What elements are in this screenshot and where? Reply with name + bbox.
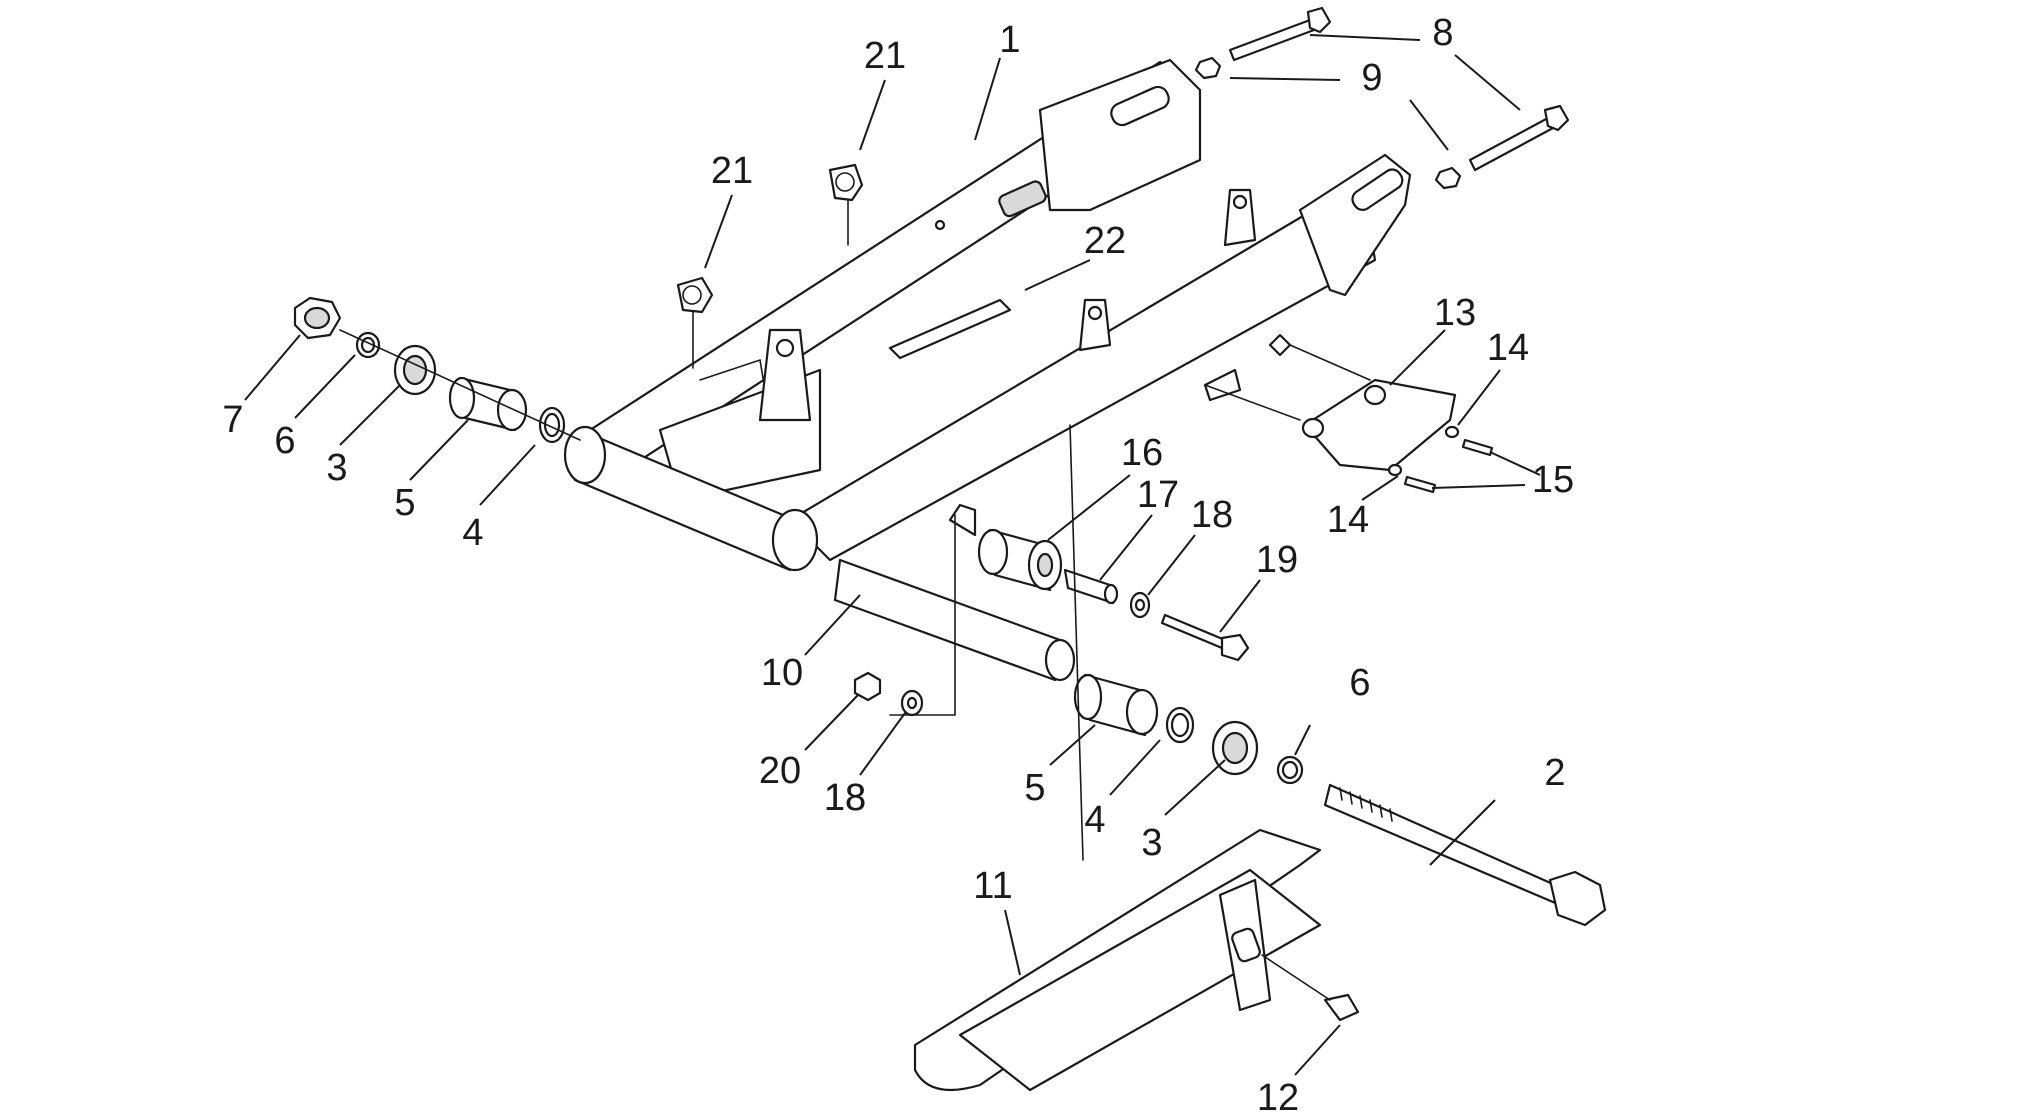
callout-9: 9 [1361, 57, 1382, 99]
callout-15: 15 [1532, 459, 1574, 501]
callout-21: 21 [864, 35, 906, 77]
pivot-hardware-right [833, 558, 1607, 927]
callout-6: 6 [274, 420, 295, 462]
callout-12: 12 [1257, 1077, 1299, 1117]
chain-slider-plate [888, 219, 1012, 360]
callout-8: 8 [1432, 12, 1453, 54]
swingarm [563, 58, 1412, 572]
callout-16: 16 [1121, 432, 1163, 474]
callout-18: 18 [824, 777, 866, 819]
chain-guard [1204, 344, 1494, 494]
chain-slider [913, 424, 1360, 1092]
callout-7: 7 [222, 399, 243, 441]
shock-link-hardware [853, 514, 1250, 717]
callout-2: 2 [1544, 752, 1565, 794]
pivot-hardware-left [293, 296, 581, 444]
callout-22: 22 [1084, 220, 1126, 262]
callout-5: 5 [394, 482, 415, 524]
callout-6: 6 [1349, 662, 1370, 704]
callout-3: 3 [1141, 822, 1162, 864]
callout-18: 18 [824, 777, 866, 819]
callout-14: 14 [1487, 327, 1529, 369]
callout-4: 4 [462, 512, 483, 554]
callout-1: 1 [999, 19, 1020, 61]
callout-14: 14 [1327, 499, 1369, 541]
callout-11: 11 [973, 865, 1012, 907]
callout-18: 18 [1191, 494, 1233, 536]
chain-adjuster-bolts [1194, 6, 1570, 190]
callout-3: 3 [326, 447, 347, 489]
callout-17: 17 [1137, 474, 1179, 516]
callout-4: 4 [1084, 799, 1105, 841]
callout-5: 5 [1024, 767, 1045, 809]
callout-labels: 1 2 3 3 4 4 5 5 6 6 7 8 9 10 11 12 13 14… [222, 12, 1574, 1117]
callout-19: 19 [1256, 539, 1298, 581]
callout-20: 20 [759, 750, 801, 792]
leader-lines [244, 34, 1541, 1076]
cable-clamps [676, 163, 864, 369]
callout-10: 10 [761, 652, 803, 694]
callout-13: 13 [1434, 292, 1476, 334]
callout-21: 21 [711, 150, 753, 192]
